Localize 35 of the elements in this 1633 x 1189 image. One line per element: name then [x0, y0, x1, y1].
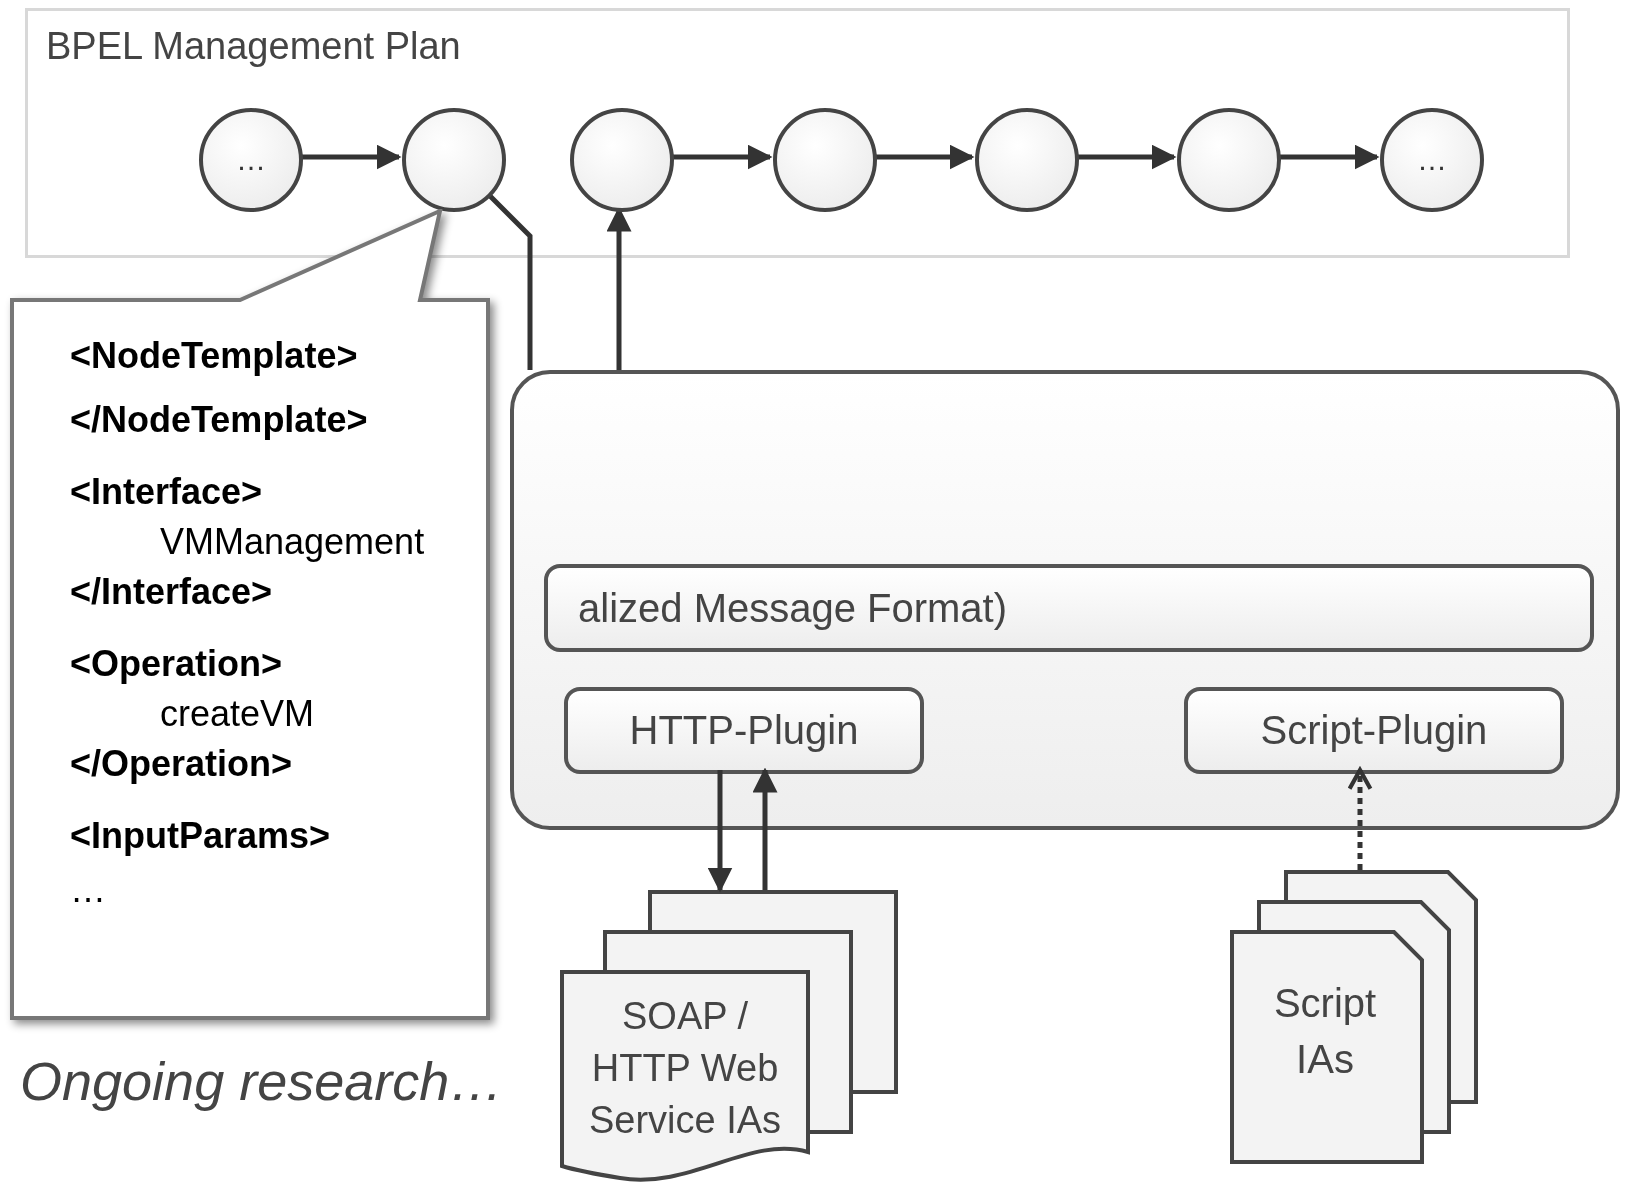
code-tag: <Operation> — [70, 642, 480, 686]
document-stack — [1230, 870, 1480, 1165]
component-label: HTTP-Plugin — [629, 708, 859, 753]
plan-frame — [25, 8, 1570, 258]
component-box — [1184, 687, 1564, 774]
document-stack — [560, 890, 900, 1182]
callout-bubble — [10, 209, 490, 1020]
code-tag: <InputParams> — [70, 814, 480, 858]
component-box — [544, 564, 1594, 652]
arrow — [300, 144, 402, 170]
group-title: BPEL Management Plan — [46, 25, 461, 68]
code-tag: <NodeTemplate> — [70, 334, 480, 378]
document-label: Script IAs — [1272, 980, 1378, 1083]
code-tag: </NodeTemplate> — [70, 398, 480, 442]
code-value: … — [70, 868, 107, 912]
arrow — [752, 767, 778, 890]
code-value: createVM — [160, 692, 316, 736]
arrow — [1278, 144, 1380, 170]
container-box — [510, 370, 1620, 830]
ellipsis-text: … — [1417, 143, 1447, 177]
arrow — [1347, 767, 1373, 870]
code-value: VMManagement — [160, 520, 426, 564]
arrow — [707, 770, 733, 893]
ellipsis-text: … — [236, 143, 266, 177]
arrow — [874, 144, 975, 170]
component-label: alized Message Format) — [578, 585, 1008, 631]
code-tag: </Operation> — [70, 742, 480, 786]
arrow — [1076, 144, 1177, 170]
code-tag: </Interface> — [70, 570, 480, 614]
note-text: Ongoing research… — [20, 1050, 504, 1112]
code-tag: <Interface> — [70, 470, 480, 514]
component-label: Script-Plugin — [1260, 708, 1488, 753]
component-box — [564, 687, 924, 774]
document-label: SOAP / HTTP Web Service IAs — [587, 994, 783, 1143]
arrow — [671, 144, 773, 170]
